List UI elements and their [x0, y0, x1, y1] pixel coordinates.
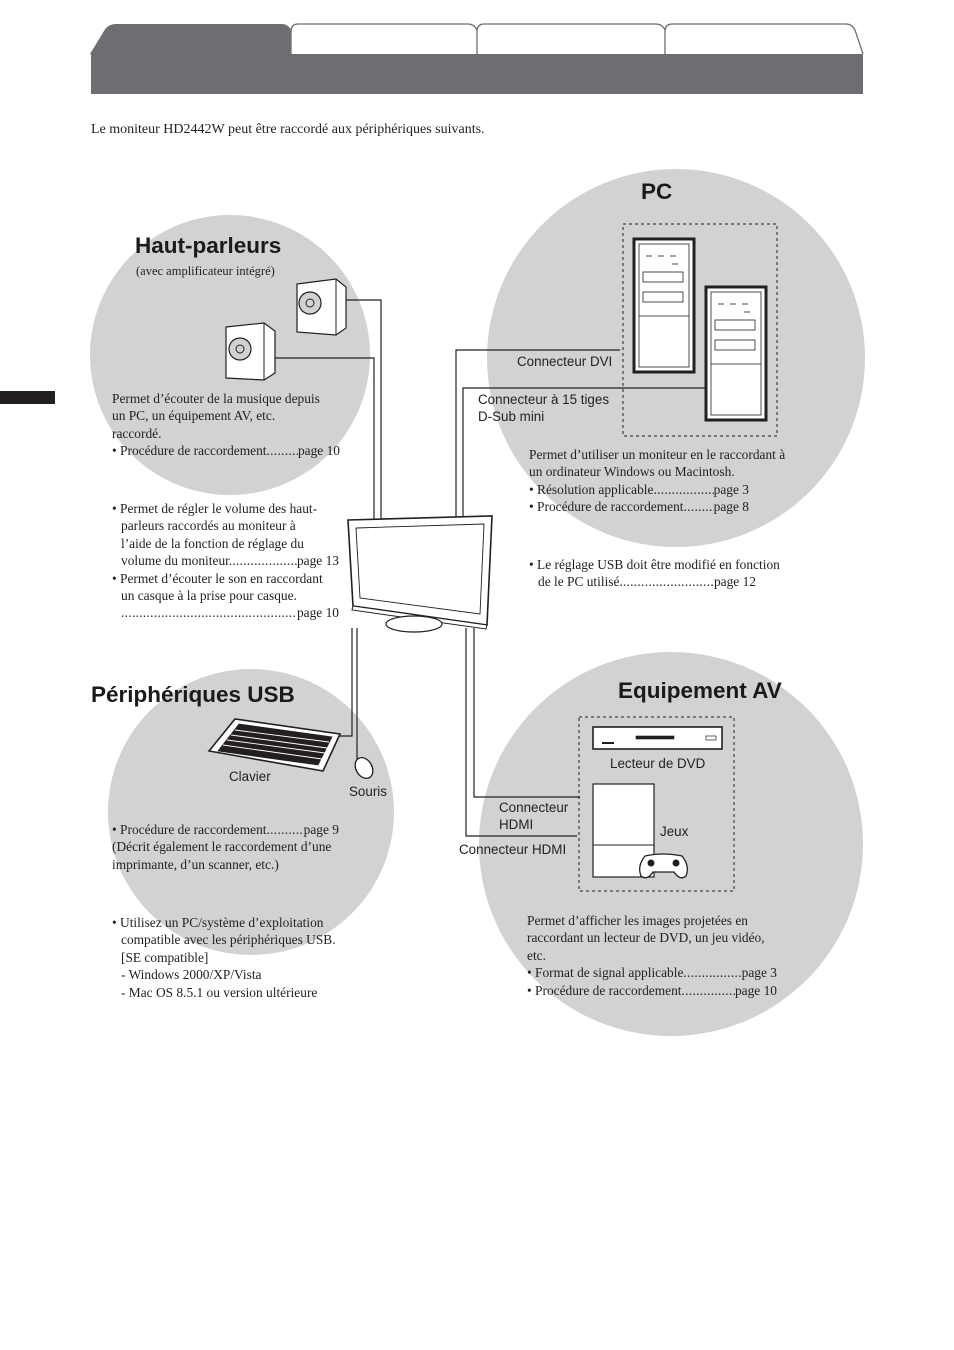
connector-hdmi-label-2: Connecteur HDMI	[459, 842, 567, 857]
pc-title: PC	[641, 179, 673, 204]
dvd-player-icon	[592, 726, 723, 750]
connector-dvi-label: Connecteur DVI	[517, 354, 613, 369]
speakers-procedure-ref: • Procédure de raccordementpage 10	[112, 442, 340, 459]
pc-tower-2-icon	[704, 285, 768, 422]
av-title: Equipement AV	[618, 678, 782, 703]
speaker-left-icon	[225, 322, 276, 381]
connector-hdmi-label-1: Connecteur HDMI	[499, 800, 569, 832]
mouse-icon	[354, 757, 374, 779]
pc-group-box	[622, 223, 778, 437]
av-group-box	[578, 716, 735, 892]
tab-2[interactable]	[290, 23, 490, 55]
speaker-right-icon	[296, 278, 347, 336]
dvd-label: Lecteur de DVD	[610, 756, 706, 771]
speakers-notes: • Permet de régler le volume des haut- p…	[112, 500, 344, 622]
speakers-description: Permet d’écouter de la musique depuis un…	[112, 390, 342, 460]
usb-description: • Procédure de raccordementpage 9 (Décri…	[112, 821, 362, 873]
pc-tower-1-icon	[632, 237, 696, 374]
connection-diagram	[90, 169, 865, 1036]
intro-text: Le moniteur HD2442W peut être raccordé a…	[91, 122, 485, 137]
tab-3[interactable]	[476, 23, 678, 55]
av-description: Permet d’afficher les images projetées e…	[527, 912, 817, 999]
speakers-title: Haut-parleurs	[135, 233, 282, 258]
usb-title: Périphériques USB	[91, 682, 295, 707]
monitor-icon	[347, 515, 493, 633]
usb-notes: • Utilisez un PC/système d’exploitation …	[112, 915, 336, 1000]
pc-description: Permet d’utiliser un moniteur en le racc…	[529, 446, 809, 516]
mouse-label: Souris	[349, 784, 387, 799]
av-circle	[479, 652, 863, 1036]
connector-dsub-label: Connecteur à 15 tiges D-Sub mini	[478, 392, 610, 424]
pc-usb-note: • Le réglage USB doit être modifié en fo…	[529, 556, 809, 591]
keyboard-label: Clavier	[229, 769, 271, 784]
keyboard-icon	[207, 718, 342, 772]
tab-active[interactable]	[90, 24, 302, 54]
games-label: Jeux	[660, 824, 689, 839]
header-bar	[90, 23, 864, 94]
tab-4[interactable]	[664, 23, 864, 55]
section-marker	[0, 391, 55, 404]
speakers-subtitle: (avec amplificateur intégré)	[136, 264, 275, 278]
gamepad-icon	[639, 853, 688, 879]
usb-circle	[108, 669, 394, 955]
